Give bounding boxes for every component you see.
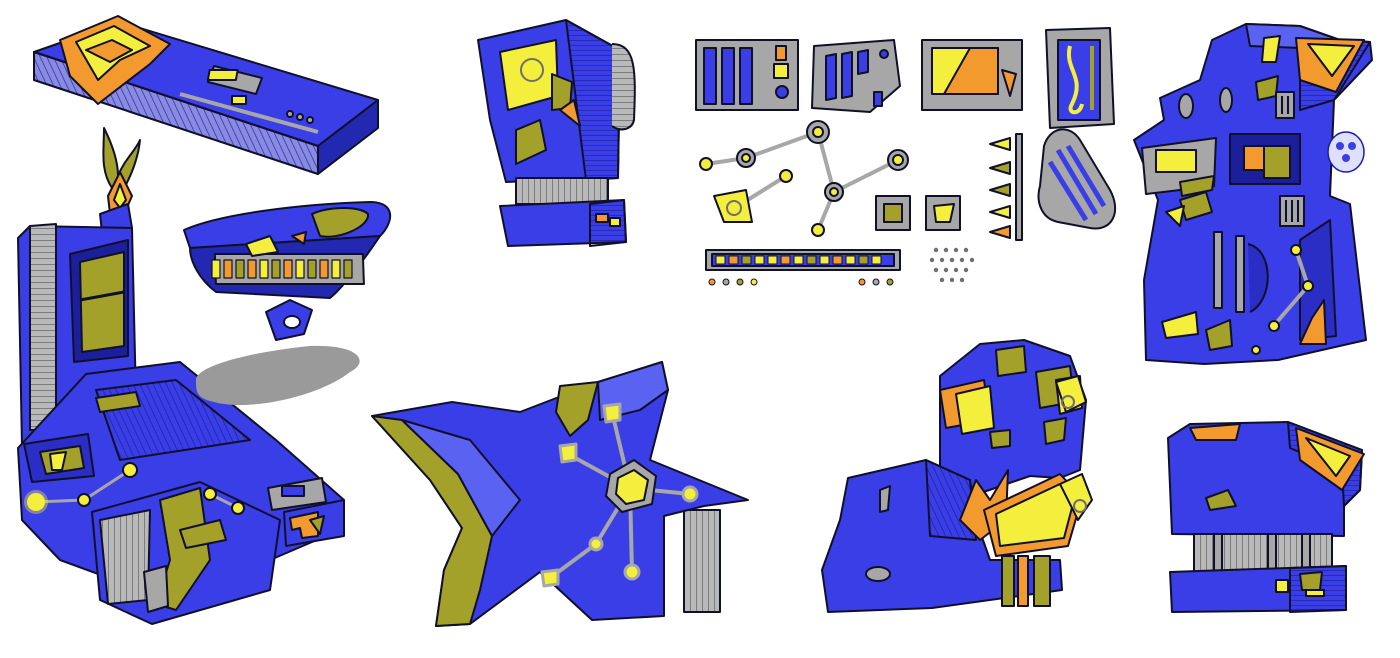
command-chair <box>17 127 345 625</box>
pod-unit <box>477 19 636 247</box>
hover-platform <box>183 201 392 406</box>
booth-seat <box>821 339 1093 613</box>
console-slab <box>33 15 379 175</box>
ui-panel-kit <box>695 27 1117 286</box>
arcade-tower <box>1133 23 1373 365</box>
compact-machine <box>1167 421 1365 613</box>
star-desk <box>371 361 749 627</box>
